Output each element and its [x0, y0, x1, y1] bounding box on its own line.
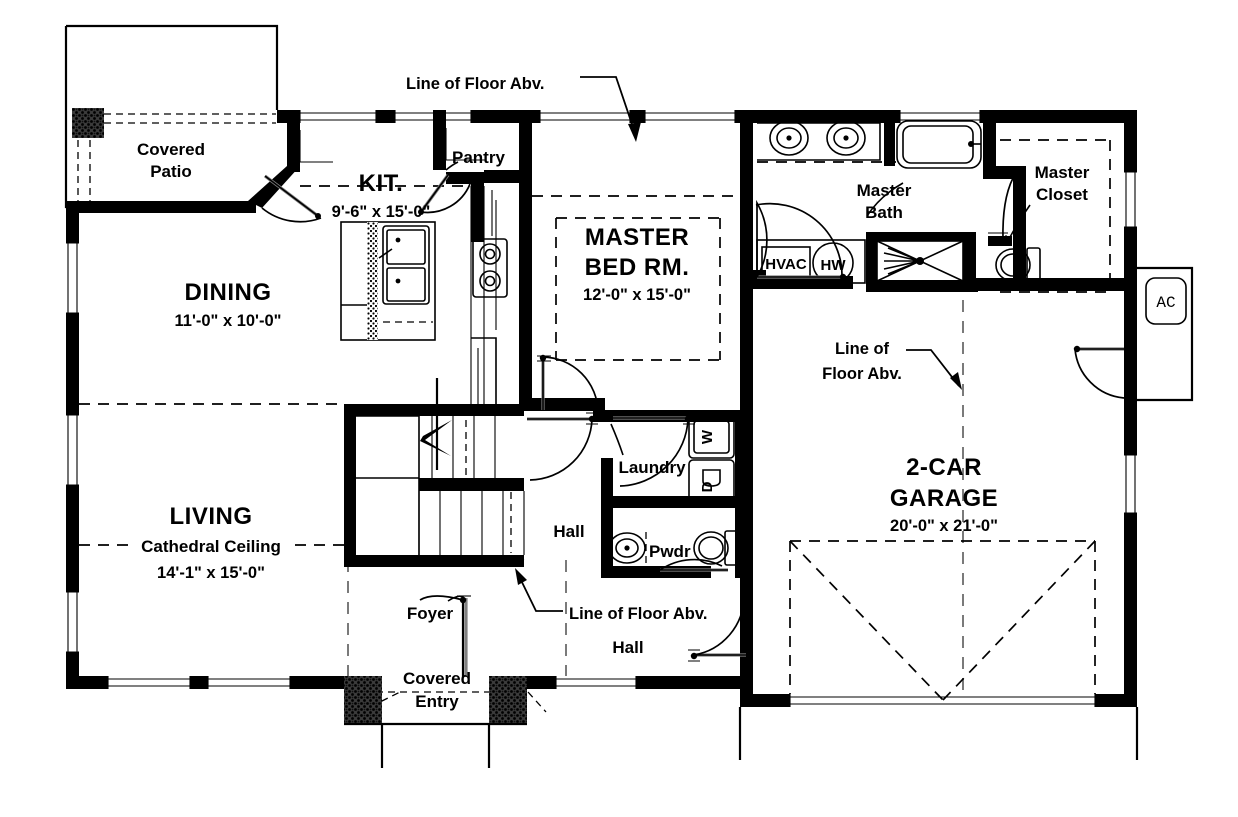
- label-living-dimensions: 14'-1" x 15'-0": [157, 564, 265, 582]
- kitchen-island: [340, 221, 436, 341]
- ac-unit-group: [1137, 266, 1194, 402]
- door-master-closet[interactable]: [988, 177, 1014, 246]
- label-covered-patio-line1: Covered: [137, 140, 205, 159]
- windows: [66, 110, 1137, 707]
- kitchen-counter: [470, 186, 497, 405]
- faucet-icon: [378, 248, 393, 259]
- powder-toilet: [693, 531, 729, 565]
- hot-water-heater-circle: [812, 242, 854, 284]
- ac-unit-box: [1145, 277, 1187, 325]
- patio-entry-wall: [248, 166, 300, 208]
- sink-right-icon: [826, 114, 866, 156]
- label-kitchen: KIT.: [359, 170, 404, 197]
- door-pantry[interactable]: [418, 174, 471, 215]
- label-foyer: Foyer: [407, 604, 454, 623]
- door-hall-to-garage[interactable]: [688, 595, 746, 662]
- cooktop-range: [472, 238, 508, 298]
- doors: [261, 174, 1125, 677]
- callout-laundry: [610, 423, 624, 456]
- label-laundry: Laundry: [618, 458, 686, 477]
- label-covered-entry-line2: Entry: [415, 692, 459, 711]
- label-living: LIVING: [169, 503, 252, 530]
- room-labels: Covered Patio KIT. 9'-6" x 15'-0" Pantry…: [137, 140, 1090, 711]
- pantry-shelves: [299, 128, 493, 236]
- label-dining-dimensions: 11'-0" x 10'-0": [175, 312, 282, 330]
- door-laundry[interactable]: [613, 412, 695, 487]
- door-patio[interactable]: [261, 174, 322, 223]
- label-dryer: D: [699, 481, 716, 492]
- master-toilet: [995, 247, 1041, 283]
- note-line-of-floor-above-garage-line2: Floor Abv.: [822, 365, 902, 383]
- label-ac-unit: AC: [1156, 294, 1175, 312]
- door-master-bedroom[interactable]: [537, 354, 599, 413]
- label-covered-entry-line1: Covered: [403, 669, 471, 688]
- dryer-box: [688, 459, 735, 503]
- double-vanity: [757, 114, 881, 161]
- label-master-closet-line2: Closet: [1036, 185, 1088, 204]
- door-garage-exterior[interactable]: [1073, 345, 1125, 399]
- sink-basin-right: [386, 267, 426, 302]
- door-stair-hall[interactable]: [527, 412, 598, 481]
- hall-walls: [519, 398, 605, 422]
- note-line-of-floor-above-garage-line1: Line of: [835, 340, 890, 358]
- label-hall-lower: Hall: [612, 638, 643, 657]
- stairs: [344, 378, 525, 567]
- label-hot-water: HW: [821, 257, 847, 274]
- door-front-entry[interactable]: [419, 595, 471, 677]
- label-kitchen-dimensions: 9'-6" x 15'-0": [332, 203, 431, 221]
- kitchen-tall-cabinet: [471, 337, 497, 410]
- callout-foyer: [447, 595, 466, 602]
- patio-post: [72, 108, 104, 138]
- label-garage-line1: 2-CAR: [906, 454, 982, 481]
- label-master-closet-line1: Master: [1035, 163, 1090, 182]
- hvac-unit-box: [761, 246, 811, 280]
- note-line-of-floor-above-top: Line of Floor Abv.: [406, 75, 544, 93]
- shower-stall: [876, 240, 964, 282]
- master-bath-walls: [740, 110, 1126, 292]
- label-master-bedroom-line1: MASTER: [585, 224, 689, 251]
- washer-dryer: [688, 415, 735, 503]
- equipment-labels: HVAC HW AC W D: [699, 256, 1176, 492]
- label-covered-patio-line2: Patio: [150, 162, 192, 181]
- laundry-powder-walls: [601, 410, 747, 578]
- door-master-bath[interactable]: [755, 199, 847, 281]
- label-garage-line2: GARAGE: [890, 485, 998, 512]
- label-hvac: HVAC: [765, 256, 807, 273]
- kitchen-walls: [287, 110, 532, 410]
- sink-basin-left: [386, 229, 426, 265]
- sink-left-icon: [769, 114, 809, 156]
- covered-entry-structure: [344, 676, 527, 768]
- annotation-leaders: [515, 76, 962, 612]
- bathtub: [896, 120, 982, 169]
- note-line-of-floor-above-bottom: Line of Floor Abv.: [569, 605, 707, 623]
- callout-master-closet: [1008, 204, 1031, 240]
- label-living-ceiling: Cathedral Ceiling: [141, 537, 281, 556]
- label-hall-upper: Hall: [553, 522, 584, 541]
- door-powder[interactable]: [659, 558, 728, 572]
- label-master-bedroom-line2: BED RM.: [585, 254, 690, 281]
- label-washer: W: [699, 429, 716, 444]
- garage-apron: [738, 707, 1139, 760]
- washer-box: [688, 415, 735, 459]
- garage-door-swing: [789, 540, 1096, 701]
- label-master-bath-line1: Master: [857, 181, 912, 200]
- label-powder: Pwdr: [649, 542, 691, 561]
- callout-pantry: [445, 161, 459, 171]
- label-master-bedroom-dimensions: 12'-0" x 15'-0": [583, 286, 691, 304]
- stair-treads: [418, 416, 525, 555]
- callout-master-bath: [866, 182, 904, 217]
- label-dining: DINING: [185, 279, 272, 306]
- powder-fixtures: [604, 530, 739, 566]
- entry-column-left: [344, 676, 382, 724]
- label-master-bath-line2: Bath: [865, 203, 903, 222]
- label-garage-dimensions: 20'-0" x 21'-0": [890, 517, 998, 535]
- stair-break-symbol: [420, 420, 452, 456]
- entry-column-right: [489, 676, 527, 724]
- label-pantry: Pantry: [452, 148, 505, 167]
- label-callout-curves: [445, 161, 1031, 602]
- annotation-labels: Line of Floor Abv. Line of Floor Abv. Li…: [406, 75, 902, 623]
